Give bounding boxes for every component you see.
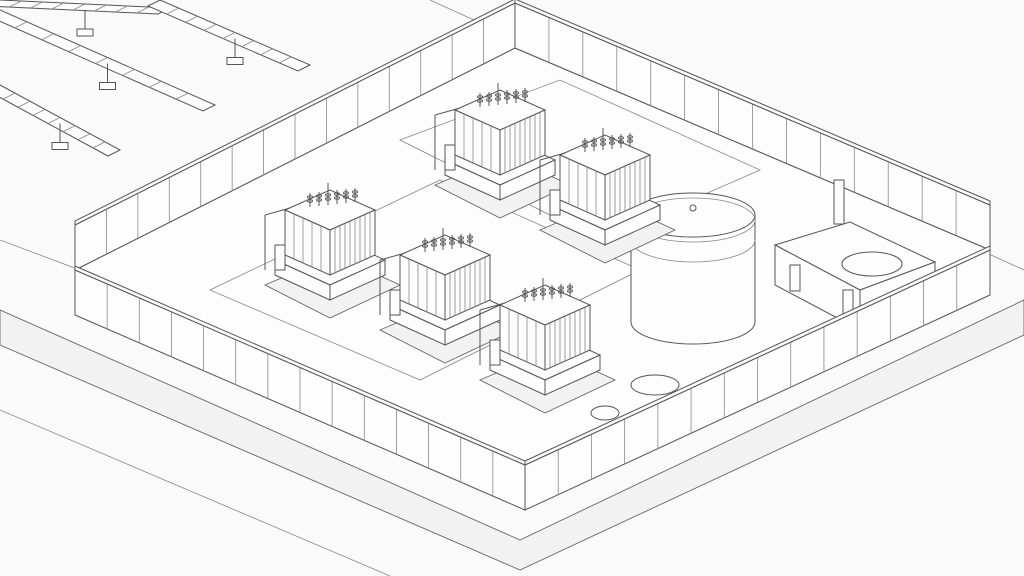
- cabinet: [444, 144, 456, 171]
- power-transformer: [538, 128, 677, 264]
- solar-panel-row: [0, 84, 122, 157]
- chimney-stack: [833, 179, 845, 225]
- solar-panel-row: [0, 0, 172, 37]
- solar-panel-rows: [0, 0, 312, 157]
- cabinet: [389, 289, 401, 316]
- cabinet: [274, 244, 286, 271]
- small-tanks: [590, 374, 680, 421]
- cabinet: [489, 339, 501, 366]
- cabinet: [549, 189, 561, 216]
- power-transformer: [478, 278, 617, 414]
- transformers: [263, 83, 677, 414]
- perimeter-wall-front: [74, 245, 991, 511]
- door: [789, 264, 801, 292]
- power-transformer: [378, 228, 517, 364]
- perimeter-wall-back: [74, 0, 991, 271]
- power-transformer: [263, 183, 402, 319]
- solar-panel-row: [0, 9, 217, 112]
- power-transformer: [433, 83, 572, 219]
- solar-panel-row: [146, 0, 312, 72]
